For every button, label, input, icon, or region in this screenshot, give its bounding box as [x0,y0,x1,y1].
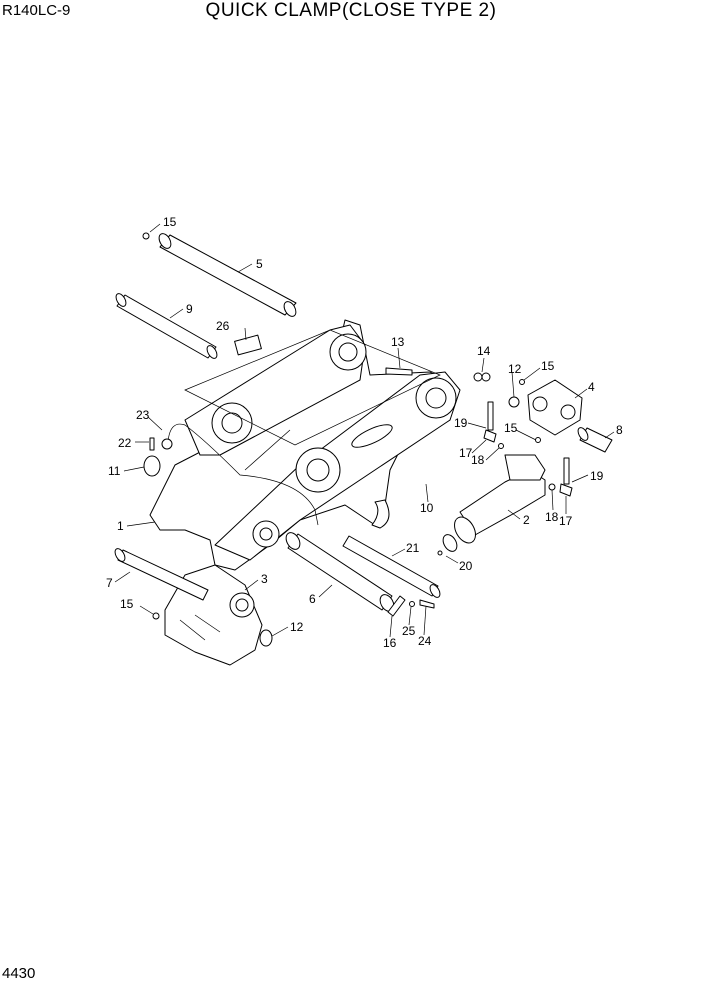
nipple-15d [152,612,160,620]
callout-4: 4 [588,380,595,394]
callout-6: 6 [309,592,316,606]
snap-ring-12a [508,396,520,408]
shaft-6 [285,532,395,612]
callout-15d: 15 [120,597,134,611]
plate-16 [387,595,406,617]
cylinder-2 [437,437,546,556]
pin-9 [115,293,218,359]
nipple-15b [519,379,525,385]
callout-18a: 18 [471,453,485,467]
callout-5: 5 [256,257,263,271]
shaft-21 [342,535,441,598]
wire-harness-23 [167,423,319,526]
callout-numbers: 15 5 9 26 13 14 12 15 4 19 15 8 17 18 19… [106,215,623,650]
callout-15c: 15 [504,421,518,435]
label-plate-26 [234,334,262,356]
quick-clamp-frame [149,319,461,571]
snap-ring-11 [143,455,161,477]
callout-19b: 19 [590,469,604,483]
pin-8 [577,427,613,453]
callout-2: 2 [523,513,530,527]
pin-7 [114,548,209,601]
callout-25: 25 [402,624,416,638]
hose-fitting-19b [548,457,573,497]
page-title: QUICK CLAMP(CLOSE TYPE 2) [205,0,497,21]
callout-10: 10 [420,501,434,515]
callout-13: 13 [391,335,405,349]
callout-24: 24 [418,634,432,648]
callout-21: 21 [406,541,420,555]
callout-18b: 18 [545,510,559,524]
callout-23: 23 [136,408,150,422]
callout-14: 14 [477,344,491,358]
callout-19a: 19 [454,416,468,430]
hose-fitting-19a [483,401,504,449]
pin-22 [149,437,155,451]
callout-11: 11 [108,464,121,478]
washer-25 [409,601,415,607]
page-number: 4430 [2,965,36,982]
callout-8: 8 [616,423,623,437]
callout-20: 20 [459,559,473,573]
callout-16: 16 [383,636,397,650]
callout-1: 1 [117,519,124,533]
callout-12a: 12 [508,362,522,376]
leader-lines [114,223,615,638]
callout-26: 26 [216,319,230,333]
pin-5 [142,232,297,317]
callout-17a: 17 [459,446,473,460]
callout-17b: 17 [559,514,573,528]
callout-12b: 12 [290,620,304,634]
clamp-block-4 [527,379,583,436]
model-code: R140LC-9 [2,2,71,19]
callout-22: 22 [118,436,132,450]
callout-3: 3 [261,572,268,586]
washers-14 [473,372,491,382]
callout-15b: 15 [541,359,555,373]
bolt-24 [419,599,435,609]
callout-15a: 15 [163,215,177,229]
callout-9: 9 [186,302,193,316]
snap-ring-12b [259,629,273,647]
bolt-13 [385,367,413,376]
callout-7: 7 [106,576,113,590]
